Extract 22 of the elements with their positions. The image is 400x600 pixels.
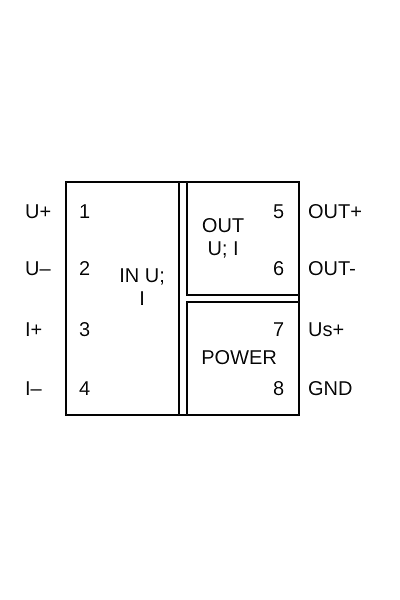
section-label: IN U; I	[118, 265, 166, 311]
pin-number: 3	[79, 318, 90, 342]
terminal-name: U+	[25, 200, 52, 224]
module-housing	[65, 181, 300, 416]
pin-number: 8	[273, 377, 284, 401]
pin-number: 7	[273, 318, 284, 342]
section-label: OUT U; I	[200, 215, 246, 261]
terminal-name: U–	[25, 257, 51, 281]
terminal-name: I+	[25, 318, 42, 342]
terminal-name: Us+	[308, 318, 344, 342]
pin-number: 5	[273, 200, 284, 224]
terminal-name: GND	[308, 377, 352, 401]
terminal-name: I–	[25, 377, 42, 401]
section-box	[186, 181, 300, 296]
terminal-name: OUT-	[308, 257, 356, 281]
section-box	[186, 301, 300, 416]
pin-number: 6	[273, 257, 284, 281]
terminal-name: OUT+	[308, 200, 362, 224]
pin-number: 2	[79, 257, 90, 281]
section-label: POWER	[200, 347, 278, 370]
pin-number: 4	[79, 377, 90, 401]
pin-number: 1	[79, 200, 90, 224]
